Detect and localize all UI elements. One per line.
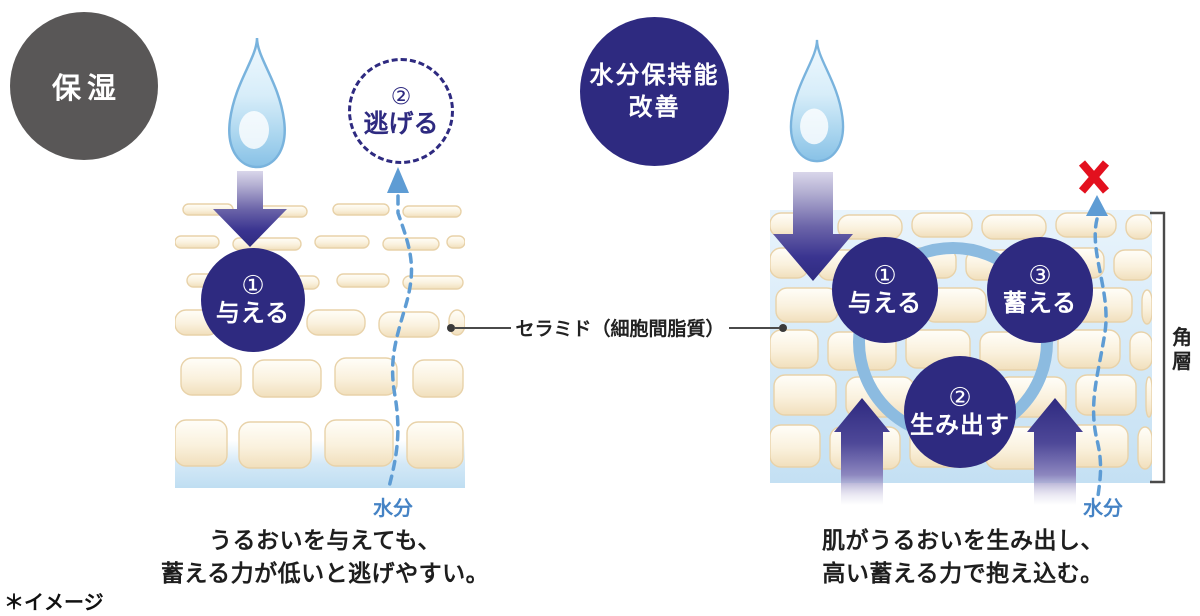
step-store-number: ③	[1028, 259, 1052, 290]
connector-dot-right	[779, 323, 787, 332]
moisturizing-badge: 保湿	[10, 12, 158, 160]
ceramide-label: セラミド（細胞間脂質）	[515, 319, 725, 340]
caption-right-line1: 肌がうるおいを生み出し、	[822, 527, 1104, 553]
step-produce-label: 生み出す	[910, 412, 1010, 440]
step-store-label: 蓄える	[1002, 290, 1078, 318]
caption-right: 肌がうるおいを生み出し、 高い蓄える力で抱え込む。	[753, 524, 1173, 590]
water-retained-path	[1091, 217, 1108, 498]
moisture-label-left: 水分	[373, 498, 413, 520]
connector-line-left	[455, 326, 511, 329]
stratum-label-line1: 角	[1172, 327, 1192, 349]
water-droplet-icon-right	[789, 39, 845, 163]
water-escape-arrowhead	[387, 167, 409, 193]
arrow-down-icon-right	[773, 172, 853, 281]
step-give-circle-right: ① 与える	[832, 237, 938, 343]
caption-left: うるおいを与えても、 蓄える力が低いと逃げやすい。	[115, 524, 535, 590]
stratum-label-line2: 層	[1172, 351, 1192, 373]
step-escape-number: ②	[390, 82, 412, 109]
caption-left-line1: うるおいを与えても、	[208, 527, 441, 553]
water-droplet-icon-left	[228, 37, 286, 169]
stratum-corneum-label: 角 層	[1172, 326, 1192, 374]
water-escape-path	[387, 194, 414, 489]
connector-line-right	[729, 326, 779, 329]
footnote: ＊イメージ	[4, 592, 104, 614]
ceramide-connector: セラミド（細胞間脂質）	[447, 314, 787, 341]
retention-badge-line2: 改善	[628, 93, 681, 121]
step-produce-number: ②	[948, 381, 972, 412]
arrow-down-icon-left	[213, 171, 287, 247]
step-give-number: ①	[873, 259, 897, 290]
moisturizing-badge-label: 保湿	[51, 73, 122, 105]
caption-left-line2: 蓄える力が低いと逃げやすい。	[160, 560, 490, 586]
step-store-circle: ③ 蓄える	[987, 237, 1093, 343]
arrow-up-icon-left	[834, 398, 890, 505]
step-escape-circle: ② 逃げる	[348, 58, 454, 164]
step-give-label: 与える	[215, 300, 291, 328]
connector-dot-left	[447, 323, 455, 332]
blocked-x-icon	[1078, 160, 1110, 194]
moisture-label-right: 水分	[1083, 498, 1123, 520]
step-give-label: 与える	[847, 290, 923, 318]
caption-right-line2: 高い蓄える力で抱え込む。	[822, 560, 1104, 586]
step-give-circle-left: ① 与える	[201, 248, 305, 352]
step-escape-label: 逃げる	[363, 110, 439, 139]
retention-badge-line1: 水分保持能	[589, 61, 720, 89]
arrow-up-icon-right	[1027, 398, 1083, 505]
step-produce-circle: ② 生み出す	[904, 356, 1016, 468]
moisture-retention-badge: 水分保持能 改善	[580, 17, 729, 166]
stratum-corneum-bracket	[1150, 211, 1166, 484]
step-give-number: ①	[241, 269, 265, 300]
water-retained-arrowhead	[1086, 195, 1108, 216]
